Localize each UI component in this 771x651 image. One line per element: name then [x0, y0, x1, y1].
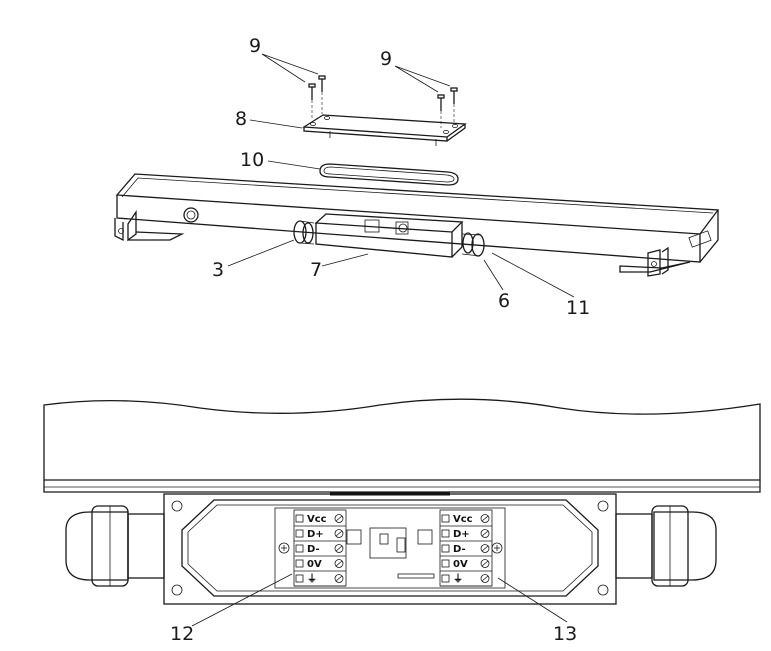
callout-9-left: 9 — [249, 35, 261, 57]
terminal-checkbox — [295, 514, 304, 523]
gasket — [319, 163, 459, 186]
screw-left-pair — [308, 75, 326, 118]
gasket-outline — [181, 499, 599, 597]
callout-9-right: 9 — [380, 48, 392, 70]
terminal-screw-icon — [334, 514, 344, 523]
housing-bar — [115, 173, 720, 263]
terminal-label: 0V — [307, 559, 322, 570]
leader-3 — [227, 239, 295, 267]
terminal-screw-icon — [480, 514, 490, 523]
terminal-row: 0V — [294, 559, 346, 572]
terminal-row: D+ — [294, 529, 346, 542]
leader-9-left — [261, 53, 319, 83]
leader-12 — [191, 573, 293, 627]
leader-6 — [483, 259, 504, 291]
callout-8: 8 — [235, 108, 247, 130]
leader-8 — [249, 119, 303, 129]
terminal-checkbox — [295, 529, 304, 538]
cable-gland-left — [293, 220, 315, 245]
terminal-screw-icon — [480, 529, 490, 538]
callout-13: 13 — [553, 623, 577, 645]
terminal-row: Vcc — [294, 514, 346, 527]
exploded-view: 9 9 8 — [114, 35, 720, 319]
mounting-bracket-right — [619, 246, 691, 277]
cable-gland-right-detail — [615, 505, 717, 587]
terminal-checkbox — [441, 514, 450, 523]
cable-gland-cap — [183, 207, 199, 223]
callout-7: 7 — [310, 259, 322, 281]
terminal-label: D- — [307, 544, 320, 555]
terminal-label: D- — [453, 544, 466, 555]
terminal-screw-icon — [334, 529, 344, 538]
terminal-row: ⏚ — [440, 573, 492, 587]
cable-gland-right — [461, 232, 485, 257]
terminal-row: D+ — [440, 529, 492, 542]
callout-3: 3 — [212, 259, 224, 281]
housing-section — [43, 398, 761, 481]
terminal-label: D+ — [307, 529, 324, 540]
callout-6: 6 — [498, 290, 510, 312]
terminal-row: D- — [440, 544, 492, 557]
terminal-label: D+ — [453, 529, 470, 540]
junction-box-body — [163, 493, 617, 605]
terminal-screw-icon — [480, 559, 490, 568]
callout-11: 11 — [566, 297, 590, 319]
terminal-checkbox — [441, 574, 450, 583]
cable-gland-left-detail — [65, 505, 165, 587]
terminal-label: ⏚ — [307, 573, 317, 585]
terminal-checkbox — [441, 529, 450, 538]
screw-right-pair — [437, 87, 458, 128]
leader-7 — [321, 253, 369, 267]
mounting-bracket-left — [114, 209, 185, 242]
terminal-checkbox — [295, 574, 304, 583]
leader-11 — [491, 252, 575, 298]
leader-13 — [497, 577, 568, 623]
junction-box — [314, 213, 464, 258]
terminal-checkbox — [441, 544, 450, 553]
screw-icon — [278, 542, 290, 554]
terminal-screw-icon — [334, 574, 344, 583]
terminal-screw-icon — [334, 544, 344, 553]
terminal-checkbox — [295, 559, 304, 568]
terminal-row: D- — [294, 544, 346, 557]
callout-12: 12 — [170, 623, 194, 645]
pcb — [274, 507, 506, 589]
callout-10: 10 — [240, 149, 264, 171]
terminal-label: Vcc — [453, 514, 473, 525]
terminal-row: ⏚ — [294, 573, 346, 587]
terminal-screw-icon — [334, 559, 344, 568]
leader-9-right — [394, 65, 451, 93]
terminal-screw-icon — [480, 544, 490, 553]
terminal-label: 0V — [453, 559, 468, 570]
terminal-screw-icon — [480, 574, 490, 583]
terminal-row: Vcc — [440, 514, 492, 527]
terminal-checkbox — [441, 559, 450, 568]
terminal-row: 0V — [440, 559, 492, 572]
terminal-label: Vcc — [307, 514, 327, 525]
terminal-label: ⏚ — [453, 573, 463, 585]
leader-10 — [267, 160, 321, 170]
terminal-checkbox — [295, 544, 304, 553]
cover-plate — [301, 114, 467, 146]
